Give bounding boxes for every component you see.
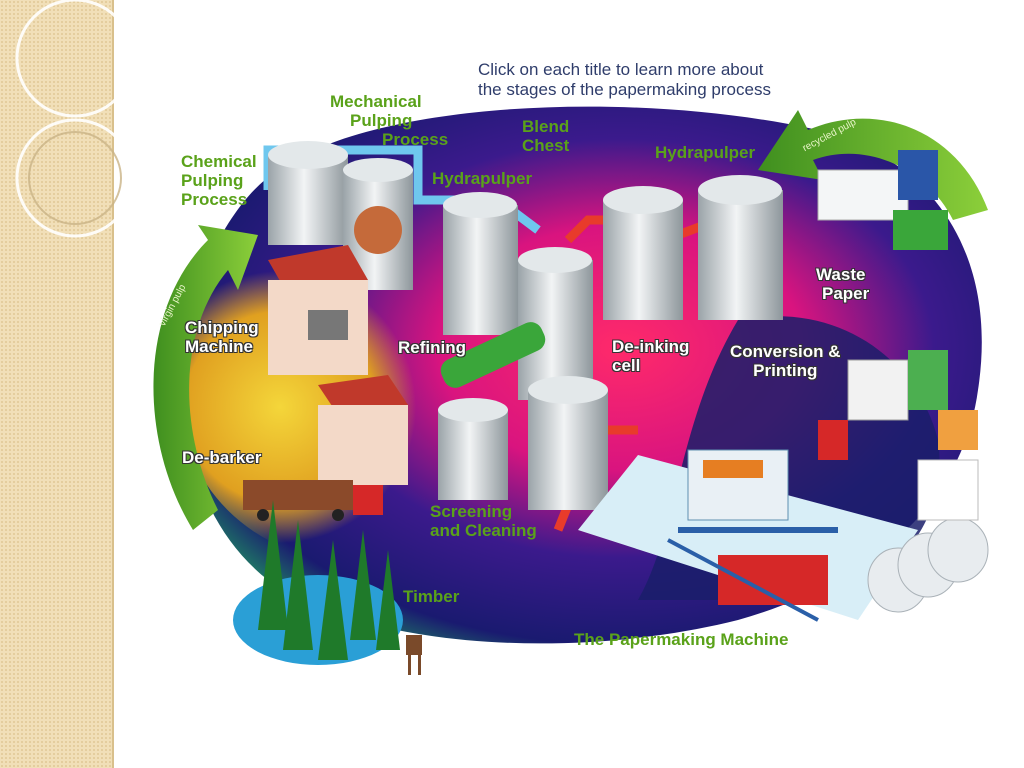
hydrapulper-left-tank [443, 192, 518, 335]
recycled-pulp-arrow [758, 110, 988, 220]
timber-truck [243, 480, 383, 521]
chipping-machine-building [268, 245, 368, 375]
deer [406, 635, 422, 675]
timber-label[interactable]: Timber [403, 587, 460, 606]
papermaking-process-diagram [153, 106, 989, 675]
mechanical-pulping-label[interactable]: Mechanical Pulping Process [330, 92, 449, 149]
conversion-products [818, 350, 979, 521]
screening-tank-2 [528, 376, 608, 510]
timber-pond [233, 575, 403, 665]
timber-trees [258, 500, 400, 660]
chemical-pulping-tank [268, 141, 348, 245]
hydrapulper-left-label[interactable]: Hydrapulper [432, 169, 533, 188]
blend-chest-label[interactable]: Blend Chest [522, 117, 570, 155]
screening-tank-1 [438, 398, 508, 500]
chipping-machine-label[interactable]: Chipping Machine [185, 318, 259, 356]
chemical-pulping-label[interactable]: Chemical Pulping Process [181, 152, 257, 209]
hydrapulper-right-label[interactable]: Hydrapulper [655, 143, 756, 162]
instruction-line-1: Click on each title to learn more about [478, 60, 764, 79]
decorative-side-strip [0, 0, 114, 768]
conversion-printing-label[interactable]: Conversion & Printing [730, 342, 841, 380]
papermaking-machine-label[interactable]: The Papermaking Machine [574, 630, 789, 649]
waste-paper-label[interactable]: Waste Paper [816, 265, 870, 303]
debarker-label[interactable]: De-barker [182, 448, 262, 467]
papermaking-machine [578, 449, 989, 622]
instruction-line-2: the stages of the papermaking process [478, 80, 771, 99]
deinking-cell-label[interactable]: De-inking cell [612, 337, 690, 375]
hydrapulper-right-tank [698, 175, 783, 320]
decorative-circles [15, 0, 135, 238]
refiner [440, 322, 546, 388]
instruction-text: Click on each title to learn more about … [478, 60, 838, 100]
waste-paper-truck [817, 150, 948, 250]
deinking-tank [603, 186, 683, 320]
screening-cleaning-label[interactable]: Screening and Cleaning [430, 502, 537, 540]
debarker-building [318, 375, 408, 485]
virgin-pulp-arrow [153, 225, 258, 530]
refining-label[interactable]: Refining [398, 338, 466, 357]
